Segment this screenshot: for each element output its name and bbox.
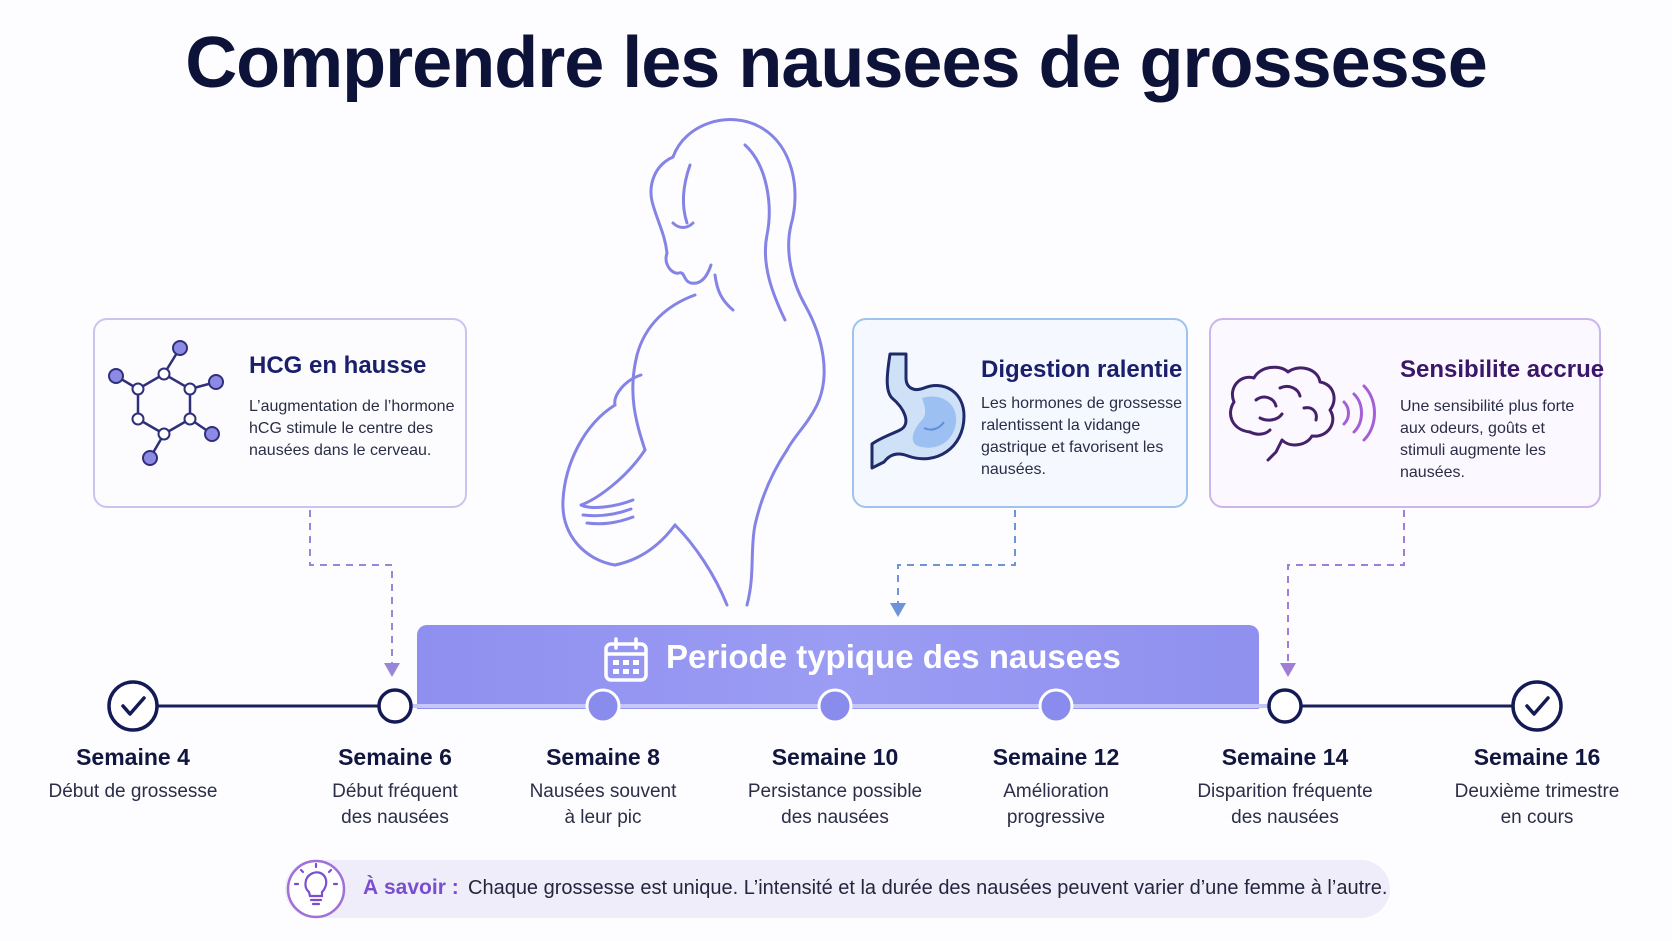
digestion-connector	[897, 510, 1016, 605]
page-title: Comprendre les nausees de grossesse	[185, 23, 1488, 103]
digestion-title: Digestion ralentie	[981, 356, 1183, 383]
hcg-arrow	[384, 663, 400, 677]
week-description-line: à leur pic	[564, 807, 642, 828]
timeline	[107, 680, 1563, 732]
week-description-line: en cours	[1500, 807, 1574, 828]
milestone-open-marker	[377, 688, 413, 724]
pregnant-woman-illustration	[561, 118, 826, 607]
digestion-text-line: nausées.	[981, 461, 1046, 478]
milestone-filled-marker	[585, 688, 621, 724]
sensibilite-text-line: aux odeurs, goûts et	[1400, 420, 1545, 437]
note-text: Chaque grossesse est unique. L’intensité…	[468, 877, 1388, 899]
week-description-line: Début de grossesse	[48, 781, 218, 802]
sensibilite-title: Sensibilite accrue	[1400, 356, 1605, 383]
week-label: Semaine 16	[1473, 744, 1601, 770]
digestion-text: Les hormones de grossesse ralentissent l…	[981, 393, 1182, 481]
check-icon	[1525, 696, 1550, 716]
digestion-text-line: Les hormones de grossesse	[981, 395, 1182, 412]
hcg-text-line: hCG stimule le centre des	[249, 420, 434, 437]
sensibilite-connector	[1287, 510, 1405, 665]
week-description-line: Disparition fréquente	[1197, 781, 1373, 802]
sensibilite-arrow	[1280, 663, 1296, 677]
hcg-text-line: L’augmentation de l’hormone	[249, 398, 455, 415]
week-label: Semaine 10	[771, 744, 899, 770]
milestone-filled-marker	[817, 688, 853, 724]
week-description-line: Nausées souvent	[529, 781, 677, 802]
week-description-line: Persistance possible	[747, 781, 923, 802]
digestion-text-line: gastrique et favorisent les	[981, 439, 1164, 456]
week-description-line: Deuxième trimestre	[1454, 781, 1620, 802]
hcg-text-line: nausées dans le cerveau.	[249, 442, 432, 459]
week-label: Semaine 6	[338, 744, 452, 770]
hcg-title: HCG en hausse	[249, 352, 427, 379]
week-description: Persistance possible des nausées	[725, 779, 945, 831]
check-icon	[121, 696, 146, 716]
milestone-filled-marker	[1038, 688, 1074, 724]
week-description-line: des nausées	[1231, 807, 1339, 828]
week-description: Amélioration progressive	[946, 779, 1166, 831]
week-description-line: des nausées	[341, 807, 449, 828]
milestone-check-marker	[1511, 680, 1563, 732]
hcg-connector	[309, 510, 393, 665]
week-description-line: Amélioration	[1003, 781, 1109, 802]
week-description: Deuxième trimestre en cours	[1427, 779, 1647, 831]
hcg-text: L’augmentation de l’hormone hCG stimule …	[249, 396, 454, 462]
week-description: Début de grossesse	[23, 779, 243, 805]
banner-label: Periode typique des nausees	[666, 638, 1121, 675]
week-label: Semaine 14	[1221, 744, 1349, 770]
week-description-line: des nausées	[781, 807, 889, 828]
sensibilite-text: Une sensibilité plus forte aux odeurs, g…	[1400, 396, 1574, 484]
digestion-text-line: ralentissent la vidange	[981, 417, 1141, 434]
week-description: Disparition fréquente des nausées	[1175, 779, 1395, 831]
week-description: Nausées souvent à leur pic	[493, 779, 713, 831]
sensibilite-text-line: nausées.	[1400, 464, 1465, 481]
molecule-icon	[108, 340, 224, 466]
milestone-check-marker	[107, 680, 159, 732]
sensibilite-text-line: stimuli augmente les	[1400, 442, 1546, 459]
week-label: Semaine 12	[992, 744, 1120, 770]
stomach-icon	[870, 352, 966, 470]
lightbulb-icon	[286, 859, 346, 919]
hcg-card	[93, 318, 467, 508]
calendar-icon	[604, 637, 648, 682]
brain-icon	[1229, 365, 1376, 462]
digestion-arrow	[890, 603, 906, 617]
info-note	[285, 860, 1390, 918]
sensibilite-text-line: Une sensibilité plus forte	[1400, 398, 1575, 415]
sensibilite-card	[1209, 318, 1601, 508]
week-description-line: Début fréquent	[332, 781, 458, 802]
milestone-open-marker	[1267, 688, 1303, 724]
week-label: Semaine 8	[546, 744, 660, 770]
week-description-line: progressive	[1006, 807, 1106, 828]
week-label: Semaine 4	[76, 744, 190, 770]
note-label: À savoir :	[363, 876, 459, 899]
week-description: Début fréquent des nausées	[285, 779, 505, 831]
